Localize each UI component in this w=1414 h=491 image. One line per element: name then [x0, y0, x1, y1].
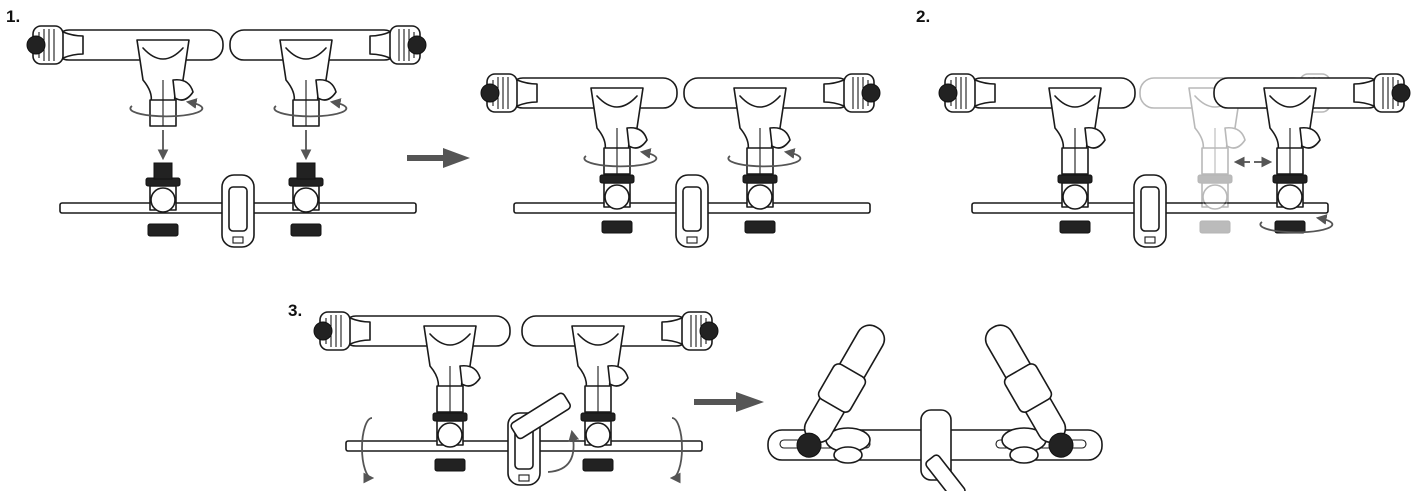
- step-2-number: 2.: [916, 7, 930, 26]
- step-1-exploded-view: [26, 25, 426, 248]
- mount-right: [742, 174, 778, 234]
- arrow-right-icon: [694, 392, 764, 412]
- step-3-rotate-view: [313, 311, 718, 486]
- microphone-left: [796, 324, 886, 458]
- microphone-left: [938, 73, 1136, 113]
- mount-left: [825, 427, 871, 464]
- mount-left: [145, 177, 181, 237]
- clip-right: [733, 87, 791, 175]
- step-2-slide-view: [938, 73, 1410, 248]
- microphone-left: [26, 25, 224, 65]
- mount-right: [1272, 174, 1308, 234]
- mount-right: [580, 412, 616, 472]
- clip-left: [136, 39, 194, 127]
- adapter-thread-left: [153, 162, 173, 180]
- microphone-right: [984, 324, 1074, 458]
- clip-left: [423, 325, 481, 413]
- clamp-lever: [925, 454, 966, 491]
- mount-left: [599, 174, 635, 234]
- rotate-arrow-icon: [547, 429, 580, 473]
- clip-left: [1048, 87, 1106, 175]
- clip-left: [590, 87, 648, 175]
- microphone-left: [313, 311, 511, 351]
- microphone-left: [480, 73, 678, 113]
- mount-left: [1057, 174, 1093, 234]
- center-clamp: [221, 174, 255, 248]
- rotate-arrow-icon: [361, 417, 375, 484]
- adapter-thread-right: [296, 162, 316, 180]
- mount-right: [288, 177, 324, 237]
- rotate-arrow-icon: [669, 417, 683, 484]
- clip-right: [279, 39, 337, 127]
- step-3-number: 3.: [288, 301, 302, 320]
- center-clamp: [675, 174, 709, 248]
- clip-right: [1263, 87, 1321, 175]
- mount-left: [432, 412, 468, 472]
- arrow-right-icon: [407, 148, 470, 168]
- step-3-result-view: [767, 324, 1103, 491]
- mount-right: [1001, 427, 1047, 464]
- clamp-lever: [510, 392, 572, 440]
- step-1-assembled-view: [480, 73, 880, 248]
- step-1-number: 1.: [6, 7, 20, 26]
- center-clamp: [1133, 174, 1167, 248]
- clip-right: [571, 325, 629, 413]
